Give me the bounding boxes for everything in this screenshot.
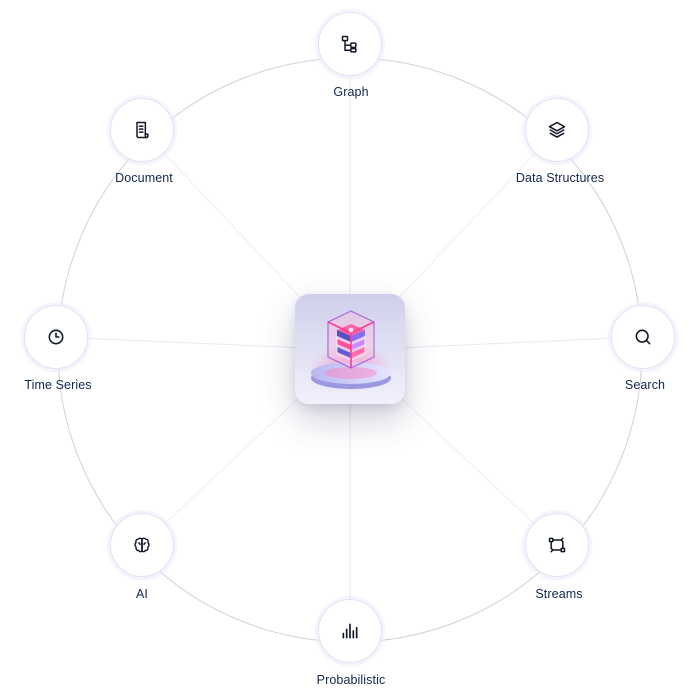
layers-icon	[547, 120, 567, 140]
node-time-series[interactable]	[24, 305, 88, 369]
node-label-ai: AI	[135, 587, 149, 601]
node-label-time-series: Time Series	[24, 378, 92, 392]
search-icon	[633, 327, 653, 347]
node-label-streams: Streams	[535, 587, 583, 601]
node-label-search: Search	[624, 378, 666, 392]
node-label-probabilistic: Probabilistic	[316, 673, 386, 687]
node-ai[interactable]	[110, 513, 174, 577]
streams-icon	[547, 535, 567, 555]
node-data-structures[interactable]	[525, 98, 589, 162]
node-probabilistic[interactable]	[318, 599, 382, 663]
graph-tree-icon	[340, 34, 360, 54]
node-label-data-structures: Data Structures	[515, 171, 605, 185]
clock-icon	[46, 327, 66, 347]
node-graph[interactable]	[318, 12, 382, 76]
bar-chart-icon	[340, 621, 360, 641]
brain-icon	[132, 535, 152, 555]
node-document[interactable]	[110, 98, 174, 162]
node-streams[interactable]	[525, 513, 589, 577]
node-search[interactable]	[611, 305, 675, 369]
node-label-document: Document	[115, 171, 173, 185]
node-label-graph: Graph	[333, 85, 369, 99]
center-database-tile	[295, 294, 405, 404]
database-cube-icon	[295, 294, 405, 404]
document-icon	[132, 120, 152, 140]
